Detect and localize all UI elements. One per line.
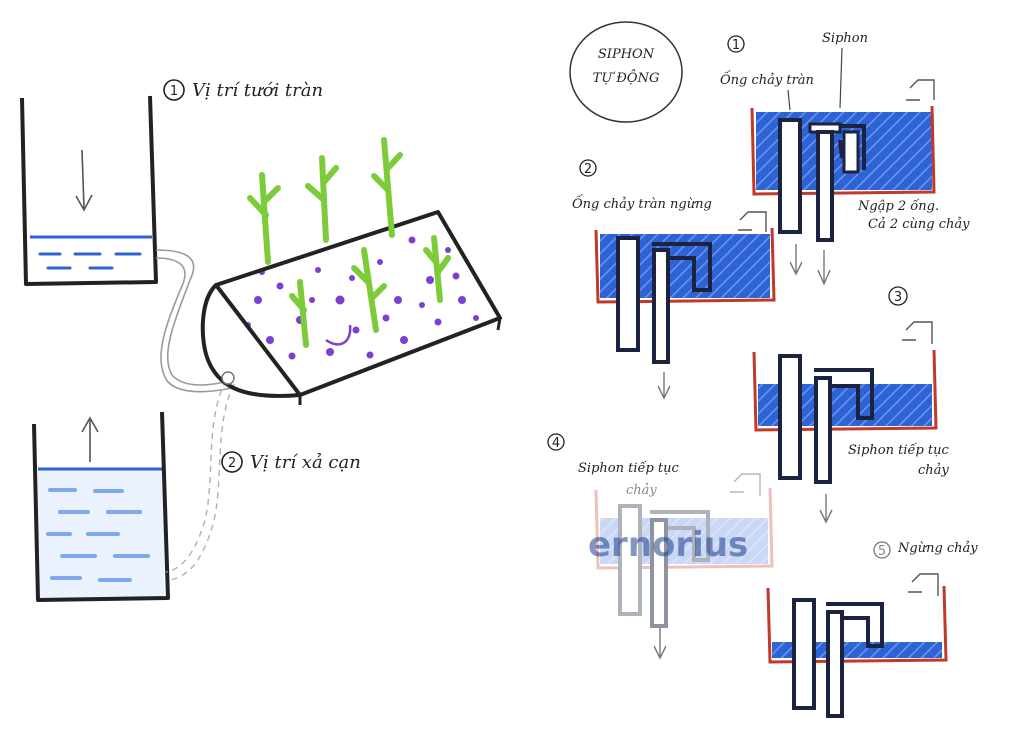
panel2-number: 2 bbox=[584, 162, 592, 177]
drain-line bbox=[165, 379, 235, 581]
upper-tank bbox=[20, 95, 158, 286]
title-bubble: SIPHON TỰ ĐỘNG bbox=[569, 21, 683, 123]
lower-tank bbox=[32, 411, 170, 602]
title-line2: TỰ ĐỘNG bbox=[593, 69, 660, 86]
panel4-number: 4 bbox=[552, 436, 560, 451]
panel1-note-line2: Cả 2 cùng chảy bbox=[868, 217, 970, 232]
step1-number: 1 bbox=[170, 84, 178, 99]
panel1-number: 1 bbox=[732, 38, 740, 53]
panel-2: 2 Ống chảy tràn ngừng bbox=[572, 159, 776, 400]
panel5-label: Ngừng chảy bbox=[897, 541, 978, 556]
panel4-note-line2: chảy bbox=[626, 483, 657, 498]
up-arrow-icon bbox=[81, 416, 99, 462]
panel5-number: 5 bbox=[878, 544, 886, 559]
step2-number: 2 bbox=[228, 456, 236, 471]
fill-hose bbox=[155, 249, 233, 393]
panel-3: 3 Siphon tiếp tục chảy bbox=[752, 286, 950, 524]
step2-text: Vị trí xả cạn bbox=[250, 452, 361, 473]
panel-4-labels: 4 Siphon tiếp tục chảy bbox=[547, 433, 680, 660]
title-line1: SIPHON bbox=[598, 47, 655, 62]
step2-label: 2 Vị trí xả cạn bbox=[221, 451, 361, 473]
plants bbox=[247, 137, 451, 348]
panel3-note-line2: chảy bbox=[918, 463, 949, 478]
panel1-siphon-label: Siphon bbox=[822, 31, 868, 46]
step1-label: 1 Vị trí tưới tràn bbox=[163, 79, 323, 101]
panel-5: 5 Ngừng chảy bbox=[766, 541, 978, 718]
panel3-note-line1: Siphon tiếp tục bbox=[848, 442, 950, 458]
panel4-note-line1: Siphon tiếp tục bbox=[578, 460, 680, 476]
step1-text: Vị trí tưới tràn bbox=[192, 80, 323, 101]
panel3-number: 3 bbox=[894, 290, 902, 305]
panel1-overflow-label: Ống chảy tràn bbox=[720, 70, 814, 88]
watermark: ernorius bbox=[588, 525, 748, 565]
grow-bed bbox=[200, 210, 502, 405]
panel1-note-line1: Ngập 2 ống. bbox=[857, 198, 939, 214]
panel-4 bbox=[594, 473, 774, 628]
down-arrow-icon bbox=[75, 149, 93, 212]
panel-1: 1 Ống chảy tràn Siphon Ngập 2 ống. Cả 2 … bbox=[720, 31, 970, 286]
panel2-label: Ống chảy tràn ngừng bbox=[572, 194, 712, 212]
